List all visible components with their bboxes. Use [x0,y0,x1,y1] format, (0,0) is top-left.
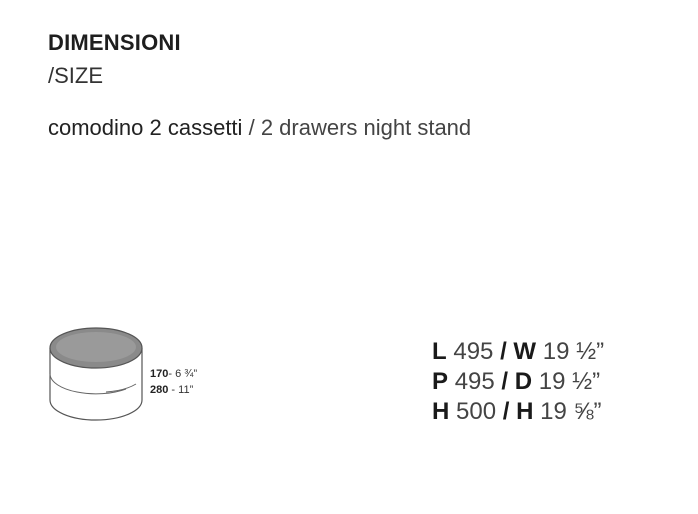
spec-inch-value: 19 ⅝” [540,398,602,425]
spec-row-length: L 495 / W 19 ½” [432,337,604,367]
spec-mm-value: 500 [456,398,497,425]
product-name-english: 2 drawers night stand [260,115,472,140]
spec-mm-value: 495 [453,338,494,365]
dimension-inch: 11” [178,384,194,396]
spec-key-en: W [513,338,537,365]
dimension-label-row: 280 - 11” [150,382,197,398]
spec-inch-value: 19 ½” [542,338,605,365]
spec-mm-value: 495 [454,368,495,395]
spec-key-en: H [516,398,534,425]
dimension-inch: 6 ¾” [175,368,198,380]
spec-key: L [432,338,447,365]
dimension-label-row: 170- 6 ¾” [150,366,197,382]
dimension-separator: - [171,384,176,396]
drawer-handle [105,383,137,393]
spec-key-en: D [514,368,533,395]
nightstand-top-inner [56,332,136,362]
spec-key: P [432,368,449,395]
dimension-mm: 280 [150,384,169,396]
dimension-mm: 170 [150,368,169,380]
nightstand-body [49,348,143,421]
dimension-specs: L 495 / W 19 ½” P 495 / D 19 ½” H 500 / … [432,337,604,427]
page-title: DIMENSIONI [48,30,181,55]
nightstand-drawing [46,318,146,428]
dimension-separator: - [168,368,173,380]
spec-slash: / [502,398,510,425]
drawer-divider [49,373,127,395]
spec-row-depth: P 495 / D 19 ½” [432,367,604,397]
product-name-separator: / [248,115,255,140]
spec-slash: / [501,368,509,395]
spec-slash: / [500,338,507,365]
spec-key: H [432,398,450,425]
spec-row-height: H 500 / H 19 ⅝” [432,397,604,427]
nightstand-illustration [49,327,143,421]
spec-inch-value: 19 ½” [538,368,601,395]
drawing-dimension-labels: 170- 6 ¾” 280 - 11” [150,366,197,398]
page-subtitle: /SIZE [48,63,104,88]
product-name: comodino 2 cassetti / 2 drawers night st… [48,115,471,141]
product-name-italian: comodino 2 cassetti [48,115,243,140]
